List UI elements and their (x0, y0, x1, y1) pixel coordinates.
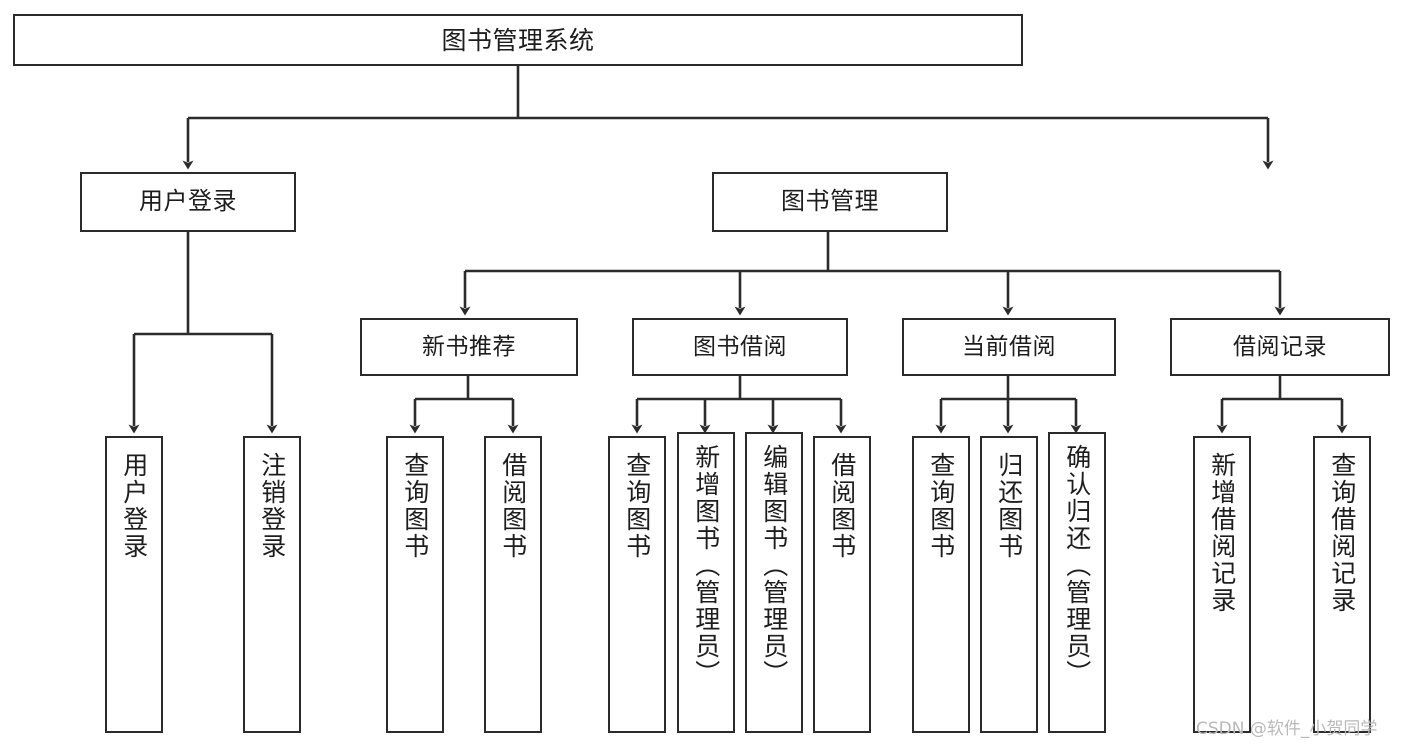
node-label: 图书管理 (781, 187, 879, 216)
node-new-book-recommend[interactable]: 新书推荐 (360, 318, 578, 376)
node-label: 查询图书 (926, 452, 956, 560)
leaf-return-book[interactable]: 归还图书 (980, 436, 1038, 733)
leaf-borrow-book-recommend[interactable]: 借阅图书 (484, 436, 542, 733)
node-label: 新增借阅记录 (1207, 452, 1237, 614)
node-label: 当前借阅 (962, 333, 1056, 360)
leaf-query-book-current[interactable]: 查询图书 (912, 436, 970, 733)
leaf-user-login[interactable]: 用户登录 (105, 436, 163, 733)
leaf-add-borrow-record[interactable]: 新增借阅记录 (1193, 436, 1251, 733)
leaf-borrow-book[interactable]: 借阅图书 (813, 436, 871, 733)
node-label: 借阅记录 (1233, 333, 1327, 360)
node-label: 编辑图书（管理员） (759, 444, 789, 687)
node-label: 图书管理系统 (441, 25, 595, 55)
node-label: 新书推荐 (422, 333, 516, 360)
node-root-book-management-system[interactable]: 图书管理系统 (13, 14, 1023, 66)
node-borrow-record[interactable]: 借阅记录 (1170, 318, 1390, 376)
node-label: 借阅图书 (498, 452, 528, 560)
node-current-borrow[interactable]: 当前借阅 (902, 318, 1116, 376)
leaf-add-book-admin[interactable]: 新增图书（管理员） (677, 432, 735, 733)
node-book-borrow[interactable]: 图书借阅 (632, 318, 848, 376)
node-label: 确认归还（管理员） (1062, 444, 1092, 687)
node-label: 查询图书 (400, 452, 430, 560)
node-user-login[interactable]: 用户登录 (80, 172, 296, 232)
node-label: 注销登录 (257, 452, 287, 560)
node-label: 查询借阅记录 (1327, 452, 1357, 614)
leaf-logout[interactable]: 注销登录 (243, 436, 301, 733)
node-label: 借阅图书 (827, 452, 857, 560)
node-label: 图书借阅 (693, 333, 787, 360)
csdn-watermark: CSDN @软件_小贺同学 (1196, 719, 1378, 739)
node-label: 用户登录 (119, 452, 149, 560)
leaf-confirm-return-admin[interactable]: 确认归还（管理员） (1048, 432, 1106, 733)
node-label: 归还图书 (994, 452, 1024, 560)
node-label: 查询图书 (622, 452, 652, 560)
leaf-query-book-recommend[interactable]: 查询图书 (386, 436, 444, 733)
leaf-edit-book-admin[interactable]: 编辑图书（管理员） (745, 432, 803, 733)
leaf-query-book[interactable]: 查询图书 (608, 436, 666, 733)
node-book-management[interactable]: 图书管理 (712, 172, 948, 232)
node-label: 新增图书（管理员） (691, 444, 721, 687)
leaf-query-borrow-record[interactable]: 查询借阅记录 (1313, 436, 1371, 733)
node-label: 用户登录 (139, 187, 237, 216)
